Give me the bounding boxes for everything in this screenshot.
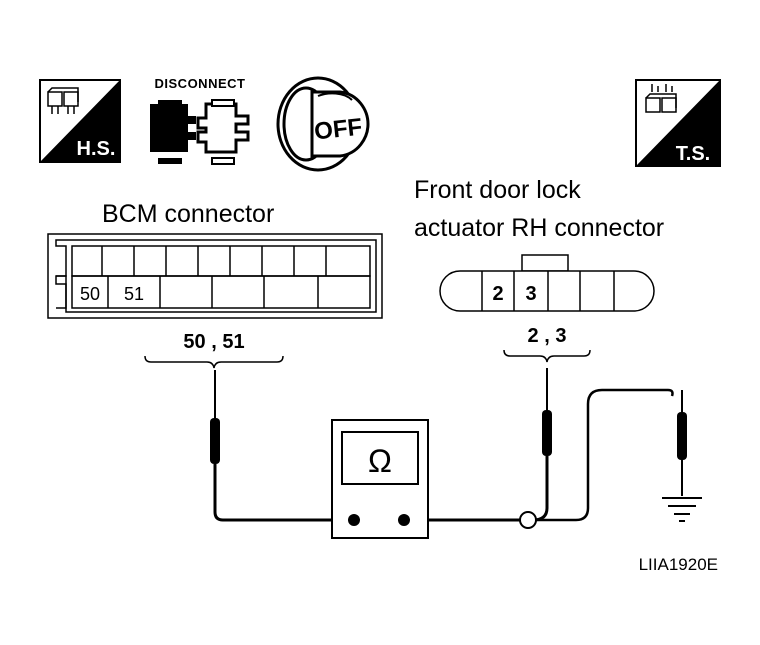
ignition-off-label: OFF — [313, 114, 364, 146]
figure-id: LIIA1920E — [639, 555, 718, 574]
bcm-connector-title: BCM connector — [102, 200, 274, 228]
door-test-probe — [542, 368, 552, 500]
door-connector-title-line2: actuator RH connector — [414, 214, 664, 242]
harness-side-label: H.S. — [77, 138, 116, 160]
disconnect-label: DISCONNECT — [155, 76, 246, 91]
disconnect-connector-icon: DISCONNECT — [150, 76, 250, 165]
ignition-key-off-icon: OFF — [276, 76, 370, 172]
ground-test-probe — [677, 390, 687, 496]
door-pin-2: 2 — [492, 283, 503, 305]
bcm-connector — [47, 233, 383, 319]
bcm-brace — [144, 355, 284, 369]
meter-symbol: Ω — [368, 443, 392, 479]
door-brace — [503, 349, 591, 363]
terminal-side-icon: T.S. — [635, 79, 721, 167]
bcm-probe-label: 50 , 51 — [183, 331, 244, 353]
terminal-side-label: T.S. — [676, 143, 710, 165]
door-pin-3: 3 — [525, 283, 536, 305]
ohmmeter-icon: Ω — [331, 419, 429, 539]
harness-side-icon: H.S. — [39, 79, 121, 163]
ground-icon — [662, 497, 702, 522]
door-probe-label: 2 , 3 — [528, 325, 567, 347]
bcm-test-probe — [210, 370, 220, 500]
bcm-pin-50: 50 — [80, 284, 100, 304]
wire-bcm-to-meter — [213, 500, 354, 522]
door-lock-actuator-connector — [439, 254, 655, 312]
wire-junction-to-ground-probe — [536, 388, 674, 522]
wire-junction — [519, 511, 537, 529]
bcm-pin-51: 51 — [124, 284, 144, 304]
door-connector-title-line1: Front door lock — [414, 176, 581, 204]
